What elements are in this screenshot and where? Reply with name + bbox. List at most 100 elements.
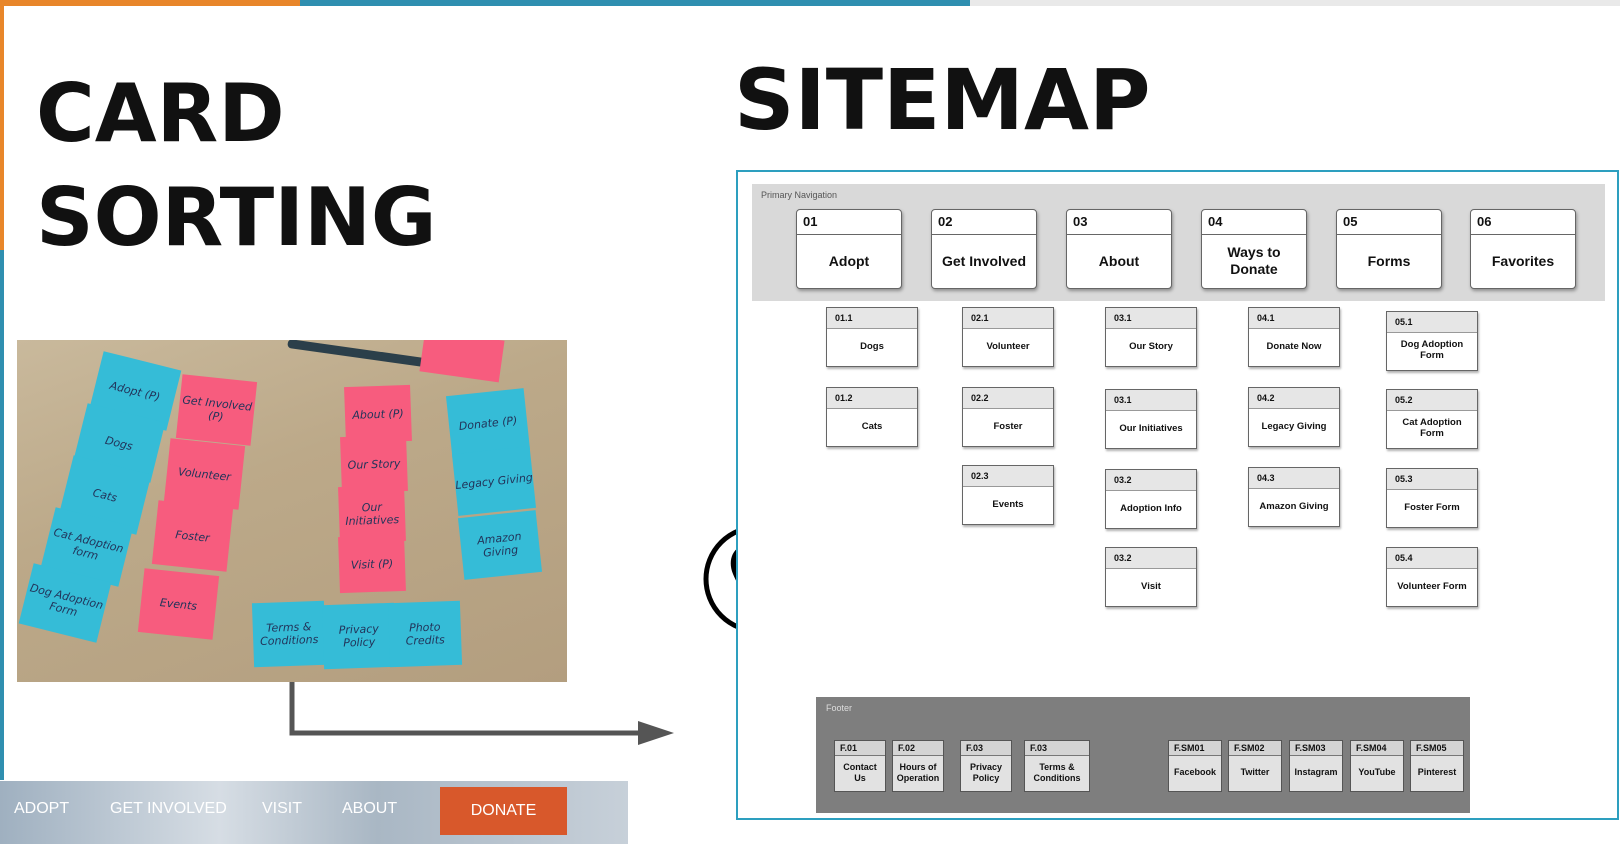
child-node-number: 04.3 [1249,468,1339,489]
child-node-number: 05.2 [1387,390,1477,411]
top-accent-gray [970,0,1620,6]
child-node-number: 01.2 [827,388,917,409]
social-node-label: Pinterest [1417,767,1457,777]
primary-node-label: Get Involved [941,252,1027,269]
child-node-number: 01.1 [827,308,917,329]
primary-node-label: Forms [1367,252,1411,269]
child-node-label: Dog Adoption Form [1400,339,1464,361]
flow-arrow-line [289,682,650,736]
child-node-number: 05.1 [1387,312,1477,333]
child-node-label: Cats [861,420,883,432]
nav-item-adopt[interactable]: ADOPT [14,800,70,817]
footer-node-label: Hours of Operation [896,761,940,783]
child-node-label: Our Initiatives [1119,422,1183,434]
child-node-number: 03.2 [1106,470,1196,491]
child-node-label: Foster Form [1404,501,1460,513]
sitemap-title: SITEMAP [734,51,1151,149]
primary-node-number: 01 [803,214,818,229]
top-accent-blue [300,0,970,6]
left-accent-orange [0,0,4,250]
primary-node-divider [1067,234,1171,235]
primary-node-divider [1471,234,1575,235]
social-node-label: YouTube [1358,767,1396,777]
primary-node-divider [797,234,901,235]
footer-node-number: F.02 [893,741,943,756]
footer-node-number: F.03 [961,741,1011,756]
child-node-label: Legacy Giving [1261,420,1327,432]
child-node-number: 03.1 [1106,308,1196,329]
social-node-number: F.SM03 [1290,741,1342,756]
donate-button[interactable]: DONATE [440,787,567,835]
child-node-number: 02.3 [963,466,1053,487]
social-node-number: F.SM04 [1351,741,1403,756]
primary-node-number: 03 [1073,214,1088,229]
child-node-label: Events [992,498,1024,510]
primary-node-number: 04 [1208,214,1223,229]
child-node-number: 03.2 [1106,548,1196,569]
primary-node-label: Adopt [828,252,870,269]
social-node-label: Facebook [1173,767,1216,777]
child-node-number: 02.1 [963,308,1053,329]
primary-navigation-label: Primary Navigation [761,190,838,200]
primary-node-divider [1202,234,1306,235]
child-node-label: Cat Adoption Form [1402,417,1462,439]
child-node-label: Donate Now [1266,340,1322,352]
social-node-number: F.SM05 [1411,741,1463,756]
left-accent-blue [0,250,4,780]
social-node-number: F.SM02 [1229,741,1281,756]
child-node-number: 04.1 [1249,308,1339,329]
child-node-label: Adoption Info [1120,502,1182,514]
child-node-number: 03.1 [1106,390,1196,411]
child-node-label: Amazon Giving [1259,500,1329,512]
social-node-label: Instagram [1294,767,1338,777]
social-node-number: F.SM01 [1169,741,1221,756]
child-node-label: Volunteer Form [1397,580,1467,592]
footer-node-label: Privacy Policy [969,761,1003,783]
footer-node-number: F.03 [1025,741,1089,756]
child-node-label: Volunteer [986,340,1030,352]
flow-arrow-head [638,721,674,745]
primary-node-label: About [1098,252,1140,269]
child-node-number: 04.2 [1249,388,1339,409]
nav-item-visit[interactable]: VISIT [262,800,303,817]
primary-node-divider [932,234,1036,235]
nav-item-get-involved[interactable]: GET INVOLVED [110,800,227,817]
primary-node-label: Ways to Donate [1227,244,1281,277]
primary-node-number: 02 [938,214,953,229]
child-node-label: Dogs [860,340,884,352]
nav-item-about[interactable]: ABOUT [342,800,398,817]
footer-node-label: Contact Us [843,761,877,783]
footer-node-number: F.01 [835,741,885,756]
primary-node-divider [1337,234,1441,235]
primary-node-number: 06 [1477,214,1492,229]
primary-node-label: Favorites [1491,252,1555,269]
card-sorting-title: CARD SORTING [36,62,437,270]
